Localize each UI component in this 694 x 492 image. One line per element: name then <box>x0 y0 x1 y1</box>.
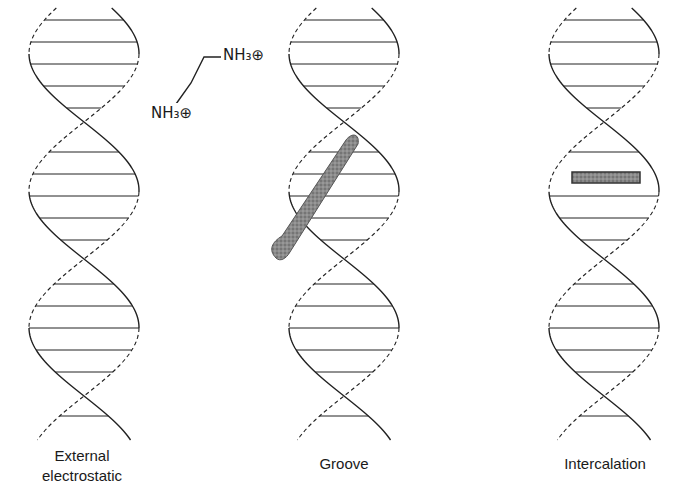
base-pair <box>549 196 658 197</box>
helix-strand <box>549 54 659 192</box>
base-pair <box>36 306 133 307</box>
base-pair <box>296 306 393 307</box>
mode-caption: Intercalation <box>549 454 661 474</box>
helix-strand <box>549 8 576 54</box>
base-pair <box>587 108 622 109</box>
base-pair <box>29 328 139 329</box>
base-pair <box>44 86 125 87</box>
helix-strand <box>557 328 659 440</box>
helix-strand <box>372 8 399 54</box>
base-pair <box>320 416 369 417</box>
helix-strand <box>289 54 399 192</box>
base-pair <box>327 108 362 109</box>
base-pair <box>300 218 389 219</box>
mode-caption: External electrostatic <box>30 446 134 486</box>
base-pair <box>291 64 398 65</box>
base-pair <box>29 196 138 197</box>
base-pair <box>304 20 383 21</box>
base-pair <box>551 42 657 43</box>
helix-strand <box>549 328 651 440</box>
helix-strand <box>632 8 659 54</box>
helix-strand <box>289 328 391 440</box>
base-pair <box>31 64 138 65</box>
helix-strand <box>549 192 659 328</box>
amine-label: NH₃⊕ <box>222 45 265 65</box>
base-pair <box>581 240 627 241</box>
base-pair <box>556 306 653 307</box>
helix-strand <box>29 54 139 192</box>
base-pair <box>556 350 652 351</box>
base-pair <box>289 196 398 197</box>
helix-strand <box>29 192 139 328</box>
base-pair <box>569 152 639 153</box>
base-pair <box>31 42 137 43</box>
base-pair <box>40 218 129 219</box>
polyamine-chain <box>176 57 221 104</box>
amine-label: NH₃⊕ <box>150 103 193 123</box>
base-pair <box>580 416 629 417</box>
base-pair <box>36 350 132 351</box>
base-pair <box>321 240 367 241</box>
base-pair <box>564 86 645 87</box>
base-pair <box>314 284 374 285</box>
base-pair <box>296 350 392 351</box>
helix-strand <box>37 328 139 440</box>
helix-strand <box>289 54 399 192</box>
intercalator <box>572 172 640 183</box>
base-pair <box>61 240 107 241</box>
helix-strand <box>29 8 56 54</box>
base-pair <box>60 416 109 417</box>
base-pair <box>54 284 114 285</box>
base-pair <box>33 174 135 175</box>
base-pair <box>551 64 658 65</box>
base-pair <box>304 86 385 87</box>
base-pair <box>49 152 119 153</box>
base-pair <box>289 328 399 329</box>
base-pair <box>564 20 643 21</box>
helix-strand <box>549 54 659 192</box>
helix-strand <box>297 328 399 440</box>
dna-helices <box>29 8 659 440</box>
base-pair <box>293 174 395 175</box>
helix-strand <box>29 328 131 440</box>
base-pair <box>67 108 102 109</box>
helix-strand <box>549 192 659 328</box>
base-pair <box>549 328 659 329</box>
base-pair <box>560 218 649 219</box>
helix-strand <box>289 8 316 54</box>
helix-strand <box>112 8 139 54</box>
groove-binder <box>272 135 359 260</box>
base-pair <box>291 42 397 43</box>
base-pair <box>55 372 113 373</box>
helix-strand <box>29 192 139 328</box>
base-pair <box>574 284 634 285</box>
base-pair <box>44 20 123 21</box>
base-pair <box>575 372 633 373</box>
helix-strand <box>29 54 139 192</box>
mode-caption: Groove <box>294 454 394 474</box>
base-pair <box>315 372 373 373</box>
